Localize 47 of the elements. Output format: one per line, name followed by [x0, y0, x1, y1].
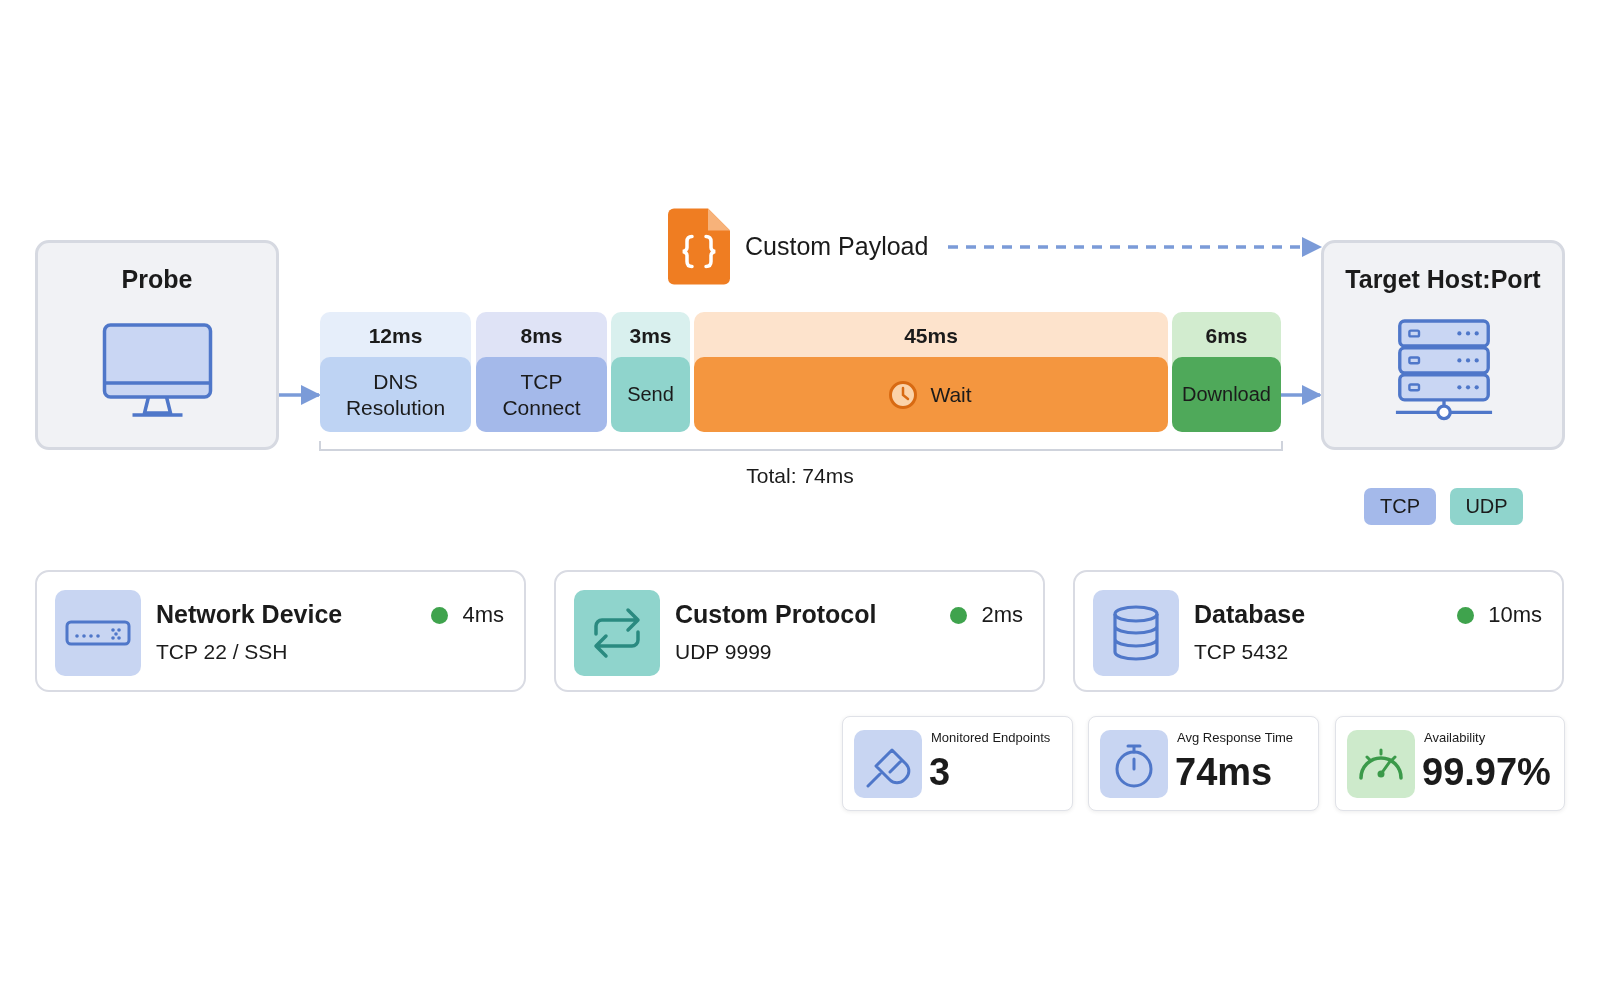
latency-label: 2ms — [981, 602, 1023, 628]
arrow — [948, 237, 1322, 257]
latency-label: 4ms — [462, 602, 504, 628]
endpoint-name: Custom Protocol — [675, 600, 877, 629]
endpoint-card — [554, 570, 1045, 692]
endpoint-port: TCP 5432 — [1194, 640, 1289, 664]
stat-label: Avg Response Time — [1177, 730, 1294, 745]
stat-label: Monitored Endpoints — [931, 730, 1051, 745]
phase-label: Download — [1181, 382, 1272, 407]
timeline-segment — [1172, 312, 1281, 432]
timeline-segment — [320, 312, 471, 432]
duration-label: 6ms — [1204, 324, 1249, 348]
duration-label: 8ms — [519, 324, 564, 348]
stat-value: 74ms — [1175, 751, 1273, 794]
endpoint-card — [35, 570, 526, 692]
stat-card — [1335, 716, 1565, 811]
phase-label: TCP Connect — [501, 368, 582, 421]
probe-panel — [35, 240, 279, 450]
stat-card — [1088, 716, 1319, 811]
endpoint-name: Network Device — [156, 600, 343, 629]
protocol-tag: TCP — [1364, 488, 1436, 525]
panel-title: Target Host:Port — [1344, 265, 1542, 294]
arrow — [279, 385, 321, 405]
stat-value: 3 — [929, 751, 951, 794]
timeline-segment — [611, 312, 690, 432]
target-panel — [1321, 240, 1565, 450]
endpoint-port: UDP 9999 — [675, 640, 772, 664]
endpoint-card — [1073, 570, 1564, 692]
protocol-tag: UDP — [1450, 488, 1523, 525]
endpoint-name: Database — [1194, 600, 1306, 629]
latency-label: 10ms — [1488, 602, 1542, 628]
stat-card — [842, 716, 1073, 811]
phase-label: Send — [626, 382, 675, 407]
stat-value: 99.97% — [1422, 751, 1551, 794]
stat-label: Availability — [1424, 730, 1486, 745]
duration-label: 12ms — [367, 324, 424, 348]
payload-label: Custom Payload — [745, 232, 929, 261]
phase-label: Wait — [929, 381, 973, 408]
timeline-segment — [694, 312, 1168, 432]
duration-label: 3ms — [628, 324, 673, 348]
phase-label: DNS Resolution — [344, 368, 447, 421]
arrow — [1281, 385, 1322, 405]
panel-title: Probe — [120, 265, 194, 294]
total-label: Total: 74ms — [745, 464, 855, 488]
duration-label: 45ms — [903, 324, 959, 348]
timeline-segment — [476, 312, 607, 432]
endpoint-port: TCP 22 / SSH — [156, 640, 288, 664]
